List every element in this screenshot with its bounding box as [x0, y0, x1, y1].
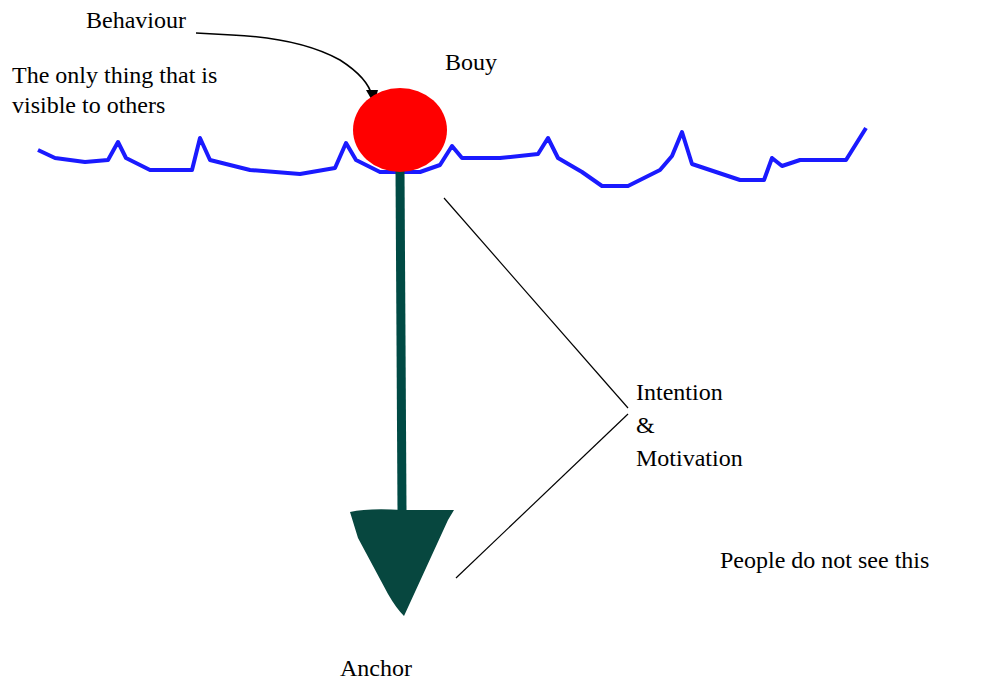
note-text: The only thing that is visible to others [12, 60, 287, 120]
node-label: Anchor [340, 654, 412, 682]
buoy-body [353, 88, 447, 172]
node-label: Bouy [445, 48, 497, 76]
leader-line [196, 33, 372, 96]
behaviour-label: Behaviour [86, 6, 186, 34]
buoy-circle-outline [353, 88, 447, 172]
note-text: People do not see this [720, 546, 929, 574]
anchor-rope [400, 170, 402, 510]
anchor-body [350, 509, 454, 616]
anchor-shape-outline [348, 508, 456, 618]
bracket-label: Intention & Motivation [636, 376, 747, 475]
anchor-shape: Anchor [348, 508, 456, 618]
bracket-line [444, 198, 628, 408]
water-surface [38, 128, 866, 186]
buoy-circle: Bouy [353, 88, 447, 172]
bracket-line [456, 414, 628, 578]
